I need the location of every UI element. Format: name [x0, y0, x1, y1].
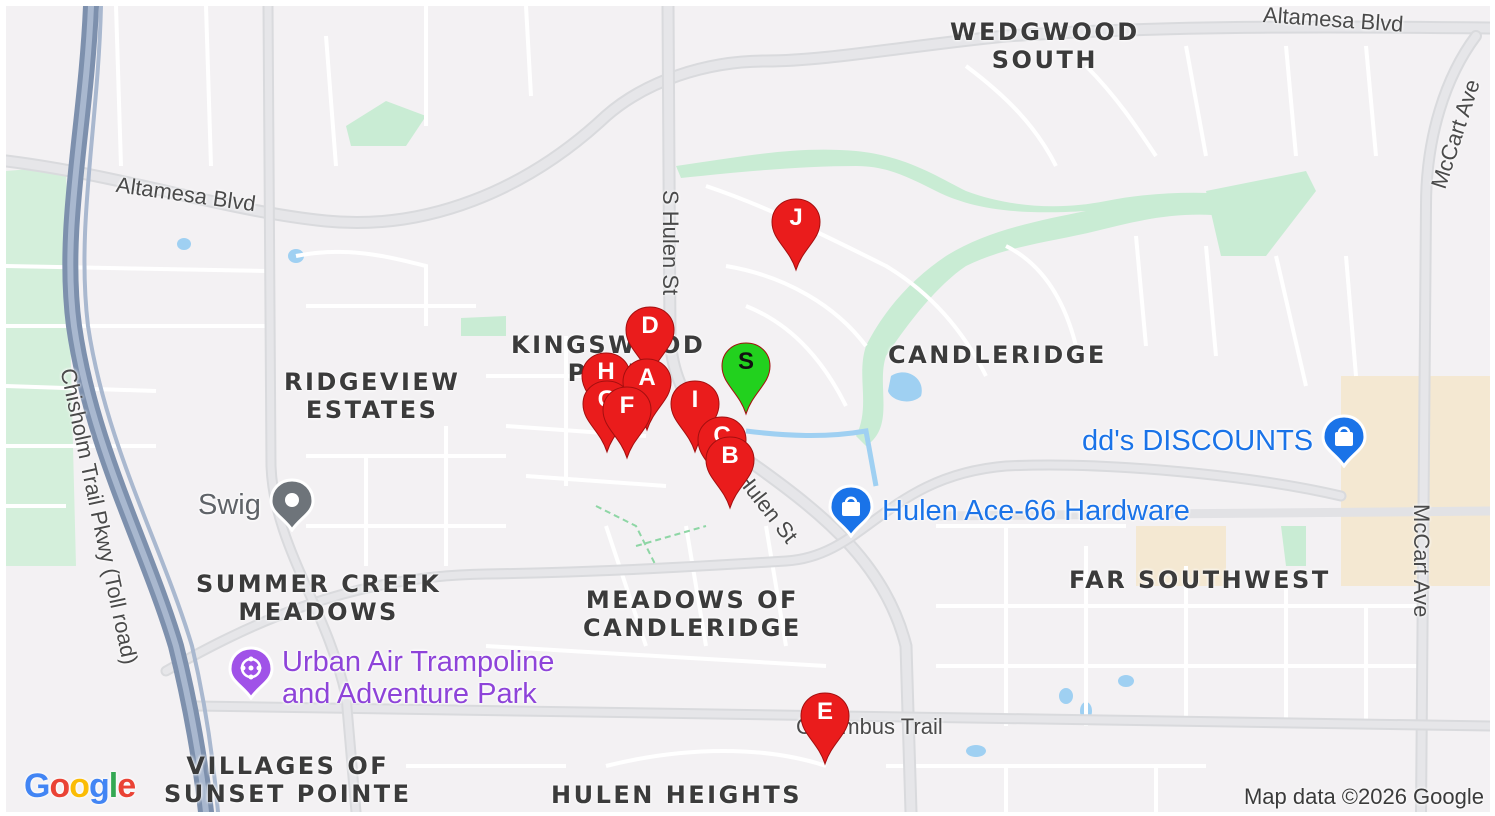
route-marker-label: I: [691, 386, 699, 413]
route-marker-label: E: [816, 698, 833, 725]
area-label-villages-of-sunset-pointe: VILLAGES OF SUNSET POINTE: [164, 752, 412, 808]
google-logo: Google: [24, 767, 136, 805]
amusement-icon: [228, 646, 274, 701]
poi-hulen-ace-hardware[interactable]: Hulen Ace-66 Hardware: [828, 484, 1190, 539]
area-label-summer-creek-meadows: SUMMER CREEK MEADOWS: [196, 570, 442, 626]
route-marker-label: S: [737, 348, 754, 375]
area-label-far-southwest: FAR SOUTHWEST: [1069, 566, 1331, 594]
map-pin-icon: [800, 692, 850, 766]
route-marker-label: J: [789, 204, 803, 231]
poi-hulen-ace-hardware-label: Hulen Ace-66 Hardware: [882, 495, 1190, 527]
map-attribution[interactable]: Map data ©2026 Google: [1243, 784, 1484, 809]
poi-swig-label: Swig: [198, 489, 261, 521]
route-marker-label: D: [641, 312, 659, 339]
area-label-meadows-of-candleridge: MEADOWS OF CANDLERIDGE: [583, 586, 802, 642]
road-label-mccart-ave-south: McCart Ave: [1409, 504, 1434, 618]
road-label-s-hulen-st: S Hulen St: [658, 190, 683, 296]
map-pin-icon: [771, 198, 821, 272]
poi-dds-discounts[interactable]: dd's DISCOUNTS: [1082, 414, 1367, 469]
shopping-bag-icon: [1321, 414, 1367, 469]
area-label-candleridge: CANDLERIDGE: [888, 341, 1107, 369]
map-pin-icon: [705, 436, 755, 510]
route-marker-d[interactable]: D: [623, 304, 677, 382]
place-dot-icon: [269, 478, 315, 533]
map-base-layer: [6, 6, 1490, 812]
route-marker-label: H: [597, 358, 615, 385]
route-marker-a[interactable]: A: [620, 356, 674, 434]
poi-swig[interactable]: Swig: [198, 478, 315, 533]
route-marker-b[interactable]: B: [703, 434, 757, 512]
route-marker-label: B: [721, 442, 739, 469]
route-marker-label: A: [638, 364, 656, 391]
area-label-ridgeview-estates: RIDGEVIEW ESTATES: [284, 368, 461, 424]
map-pin-icon: [622, 358, 672, 432]
route-marker-label: F: [619, 392, 635, 419]
map-pin-icon: [602, 386, 652, 460]
route-marker-s[interactable]: S: [719, 340, 773, 418]
map-pin-icon: [721, 342, 771, 416]
route-marker-f[interactable]: F: [600, 384, 654, 462]
area-label-hulen-heights: HULEN HEIGHTS: [551, 781, 803, 809]
poi-dds-discounts-label: dd's DISCOUNTS: [1082, 425, 1314, 457]
poi-urban-air-label: Urban Air Trampoline and Adventure Park: [282, 646, 555, 710]
area-label-wedgwood-south: WEDGWOOD SOUTH: [950, 18, 1140, 74]
route-marker-e[interactable]: E: [798, 690, 852, 768]
map-pin-icon: [670, 380, 720, 454]
poi-urban-air[interactable]: Urban Air Trampoline and Adventure Park: [228, 646, 554, 710]
route-marker-i[interactable]: I: [668, 378, 722, 456]
shopping-bag-icon: [828, 484, 874, 539]
route-marker-j[interactable]: J: [769, 196, 823, 274]
map-canvas[interactable]: WEDGWOOD SOUTH CANDLERIDGE KINGSWOOD PAR…: [6, 6, 1490, 812]
